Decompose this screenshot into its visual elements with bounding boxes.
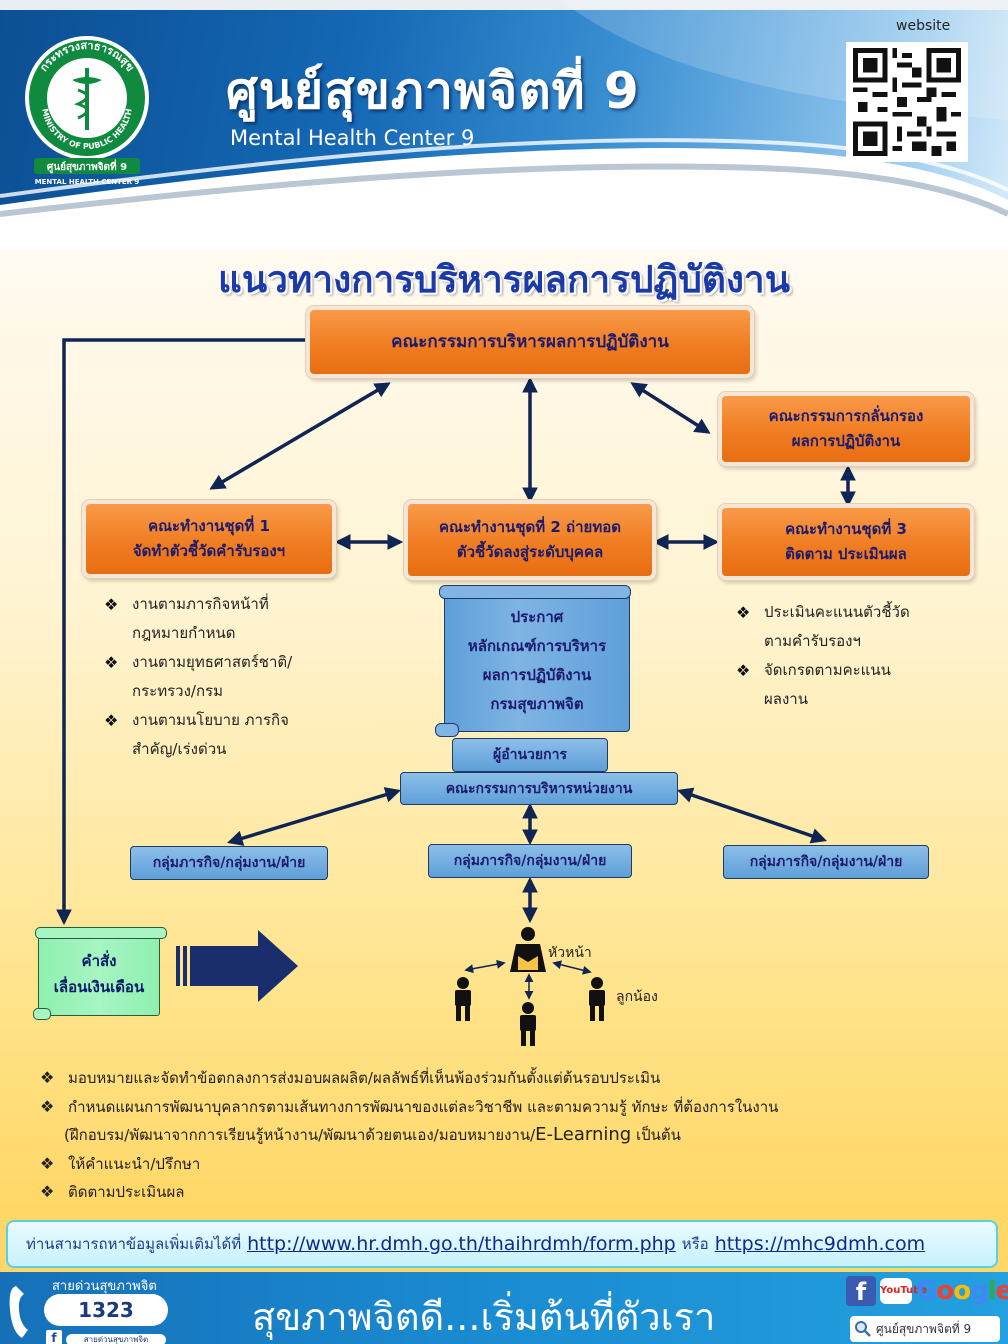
director-box: ผู้อำนวยการ	[452, 738, 608, 772]
working-group-1-line1: คณะทำงานชุดที่ 1	[148, 517, 270, 536]
list-item: ❖ติดตามประเมินผล	[40, 1178, 980, 1207]
search-box-text: ศูนย์สุขภาพจิตที่ 9	[876, 1321, 972, 1336]
top-strip	[0, 0, 1008, 10]
division-box-right: กลุ่มภารกิจ/กลุ่มงาน/ฝ่าย	[723, 845, 929, 879]
division-box-left: กลุ่มภารกิจ/กลุ่มงาน/ฝ่าย	[130, 846, 328, 880]
performance-committee-box: คณะกรรมการบริหารผลการปฏิบัติงาน	[306, 306, 754, 378]
header-banner: กระทรวงสาธารณสุข MINISTRY OF PUBLIC HEAL…	[0, 0, 1008, 250]
unit-committee-label: คณะกรรมการบริหารหน่วยงาน	[445, 780, 633, 797]
working-group-2-line2: ตัวชี้วัดลงสู่ระดับบุคคล	[456, 543, 604, 561]
announcement-line4: กรมสุขภาพจิต	[490, 695, 584, 714]
division-label-left: กลุ่มภารกิจ/กลุ่มงาน/ฝ่าย	[152, 855, 306, 871]
hotline-number[interactable]: 1323	[44, 1294, 168, 1326]
order-line1: คำสั่ง	[81, 951, 117, 970]
performance-committee-label: คณะกรรมการบริหารผลการปฏิบัติงาน	[391, 331, 669, 352]
bullet-icon: ❖	[40, 1068, 55, 1087]
staff-person-icon-left	[455, 977, 471, 1021]
announcement-line3: ผลการปฏิบัติงาน	[482, 666, 592, 684]
list-item: ❖ให้คำแนะนำ/ปรึกษา	[40, 1150, 980, 1179]
group-1-bullet-list: ❖งานตามภารกิจหน้าที่กฎหมายกำหนด ❖งานตามย…	[104, 590, 344, 764]
working-group-3-line1: คณะทำงานชุดที่ 3	[785, 520, 907, 539]
group-3-bullet-list: ❖ประเมินคะแนนตัวชี้วัดตามคำรับรองฯ ❖จัดเ…	[736, 598, 976, 714]
youtube-icon[interactable]: YouTube	[880, 1278, 927, 1304]
block-arrow-icon	[176, 930, 298, 1002]
bullet-icon: ❖	[40, 1153, 55, 1173]
working-group-1-box: คณะทำงานชุดที่ 1 จัดทำตัวชี้วัดคำรับรองฯ	[82, 500, 336, 578]
staff-person-icon-right	[589, 977, 605, 1021]
working-group-2-box: คณะทำงานชุดที่ 2 ถ่ายทอด ตัวชี้วัดลงสู่ร…	[404, 500, 656, 580]
working-group-1-line2: จัดทำตัวชี้วัดคำรับรองฯ	[132, 542, 286, 560]
division-box-middle: กลุ่มภารกิจ/กลุ่มงาน/ฝ่าย	[428, 844, 632, 878]
hr-form-link[interactable]: http://www.hr.dmh.go.th/thaihrdmh/form.p…	[247, 1233, 676, 1255]
head-label: หัวหน้า	[548, 945, 592, 961]
list-item: ❖งานตามนโยบาย ภารกิจสำคัญ/เร่งด่วน	[104, 706, 344, 764]
website-label: website	[896, 18, 951, 34]
bullet-icon: ❖	[736, 603, 751, 622]
bullet-icon: ❖	[104, 653, 119, 672]
announcement-line1: ประกาศ	[510, 607, 564, 626]
working-group-3-box: คณะทำงานชุดที่ 3 ติดตาม ประเมินผล	[718, 504, 974, 580]
qr-code-icon[interactable]	[846, 42, 968, 162]
logo-ribbon-en: MENTAL HEALTH CENTER 9	[35, 178, 140, 186]
search-icon	[855, 1321, 871, 1337]
hotline-facebook-label: สายด่วนสุขภาพจิต	[66, 1334, 166, 1344]
screening-committee-box: คณะกรรมการกลั่นกรอง ผลการปฏิบัติงาน	[718, 392, 974, 466]
staff-person-icon-bottom	[520, 1002, 536, 1046]
bullet-icon: ❖	[104, 595, 119, 614]
search-box[interactable]: ศูนย์สุขภาพจิตที่ 9	[850, 1316, 1000, 1342]
list-item: ❖กำหนดแผนการพัฒนาบุคลากรตามเส้นทางการพัฒ…	[40, 1093, 980, 1122]
announcement-scroll: ประกาศ หลักเกณฑ์การบริหาร ผลการปฏิบัติงา…	[435, 585, 631, 737]
list-item: ❖งานตามยุทธศาสตร์ชาติ/กระทรวง/กรม	[104, 648, 344, 706]
list-item-continuation: (ฝึกอบรม/พัฒนาจากการเรียนรู้หน้างาน/พัฒน…	[64, 1124, 681, 1145]
facebook-icon[interactable]: f	[846, 1276, 876, 1306]
screening-committee-line1: คณะกรรมการกลั่นกรอง	[768, 407, 924, 426]
footer-slogan: สุขภาพจิตดี...เริ่มต้นที่ตัวเรา	[252, 1295, 716, 1339]
staff-label: ลูกน้อง	[616, 989, 658, 1005]
logo-ribbon-th: ศูนย์สุขภาพจิตที่ 9	[47, 159, 127, 174]
google-icon[interactable]: Google	[916, 1276, 1008, 1306]
bottom-bullet-list: ❖มอบหมายและจัดทำข้อตกลงการส่งมอบผลผลิต/ผ…	[40, 1064, 980, 1207]
director-label: ผู้อำนวยการ	[493, 747, 567, 763]
salary-order-scroll: คำสั่ง เลื่อนเงินเดือน	[33, 927, 167, 1020]
more-info-bar: ท่านสามารถหาข้อมูลเพิ่มเติมได้ที่ http:/…	[6, 1220, 998, 1268]
working-group-3-line2: ติดตาม ประเมินผล	[785, 545, 907, 563]
list-item: ❖มอบหมายและจัดทำข้อตกลงการส่งมอบผลผลิต/ผ…	[40, 1064, 980, 1093]
screening-committee-line2: ผลการปฏิบัติงาน	[791, 432, 901, 450]
ministry-logo: กระทรวงสาธารณสุข MINISTRY OF PUBLIC HEAL…	[25, 36, 149, 186]
bullet-icon: ❖	[104, 711, 119, 730]
list-item: ❖งานตามภารกิจหน้าที่กฎหมายกำหนด	[104, 590, 344, 648]
phone-icon	[9, 1286, 28, 1338]
list-item: ❖ประเมินคะแนนตัวชี้วัดตามคำรับรองฯ	[736, 598, 976, 656]
announcement-line2: หลักเกณฑ์การบริหาร	[467, 636, 607, 655]
people-icons	[455, 927, 605, 1046]
social-links: f YouTube Google	[846, 1276, 1008, 1306]
mhc9-website-link[interactable]: https://mhc9dmh.com	[714, 1233, 926, 1255]
bullet-icon: ❖	[40, 1096, 55, 1116]
division-label-middle: กลุ่มภารกิจ/กลุ่มงาน/ฝ่าย	[453, 853, 607, 869]
facebook-small-icon[interactable]: f	[46, 1330, 62, 1344]
footer: สายด่วนสุขภาพจิต 1323 f สายด่วนสุขภาพจิต…	[0, 1272, 1008, 1344]
division-label-right: กลุ่มภารกิจ/กลุ่มงาน/ฝ่าย	[749, 854, 903, 870]
bullet-icon: ❖	[736, 661, 751, 680]
info-or: หรือ	[681, 1235, 709, 1253]
center-title-thai: ศูนย์สุขภาพจิตที่ 9	[226, 62, 640, 120]
center-title-english: Mental Health Center 9	[230, 126, 475, 150]
order-line2: เลื่อนเงินเดือน	[53, 978, 145, 996]
working-group-2-line1: คณะทำงานชุดที่ 2 ถ่ายทอด	[439, 518, 621, 537]
head-person-icon	[510, 927, 546, 972]
list-item: ❖จัดเกรดตามคะแนนผลงาน	[736, 656, 976, 714]
hotline-label: สายด่วนสุขภาพจิต	[52, 1279, 157, 1294]
info-prefix: ท่านสามารถหาข้อมูลเพิ่มเติมได้ที่	[26, 1235, 242, 1253]
unit-committee-box: คณะกรรมการบริหารหน่วยงาน	[400, 772, 678, 805]
main-heading: แนวทางการบริหารผลการปฏิบัติงาน	[218, 258, 790, 301]
bullet-icon: ❖	[40, 1182, 55, 1201]
